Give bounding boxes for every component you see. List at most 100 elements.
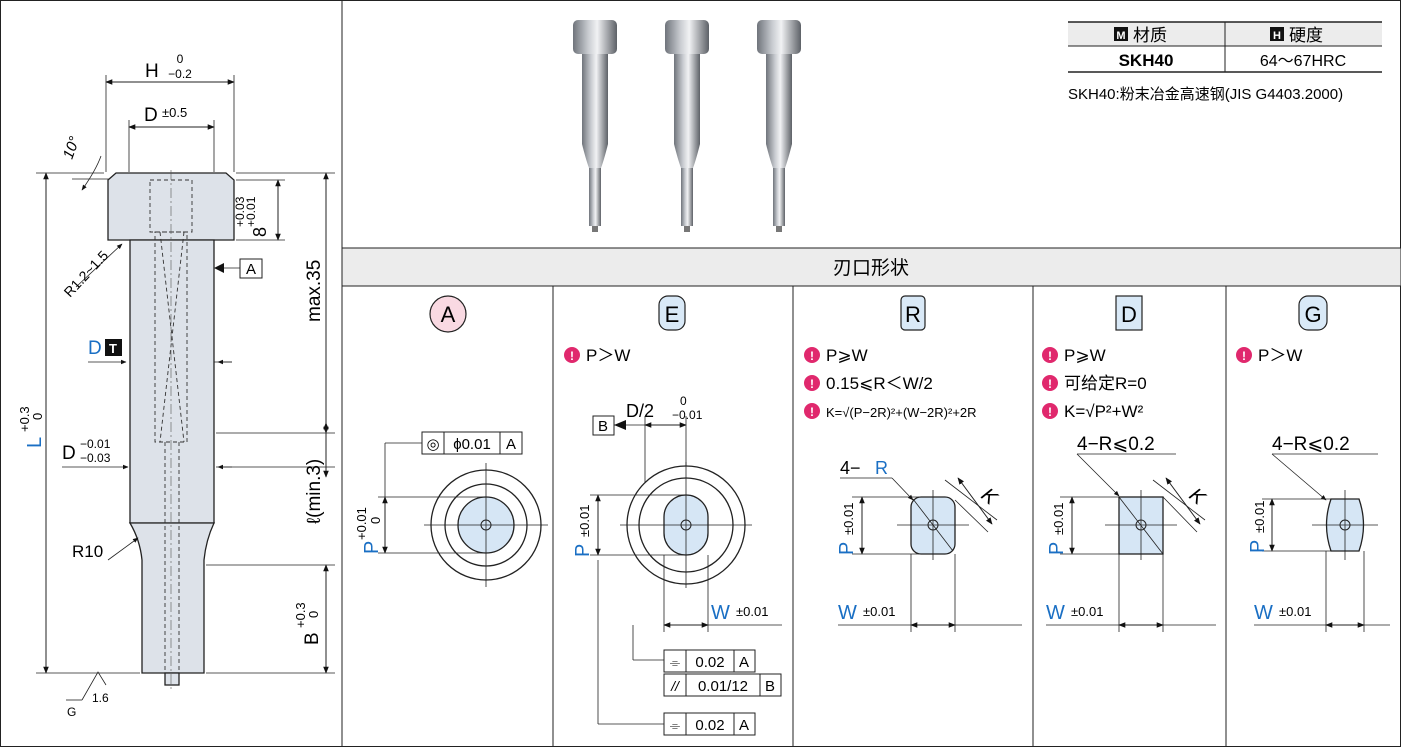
shape-r-condition-1: P⩾W [826, 346, 868, 365]
shape-e-gdt-2: // 0.01/12 B [663, 673, 782, 697]
svg-text:0.01/12: 0.01/12 [698, 678, 748, 695]
svg-text:0.02: 0.02 [695, 717, 724, 734]
svg-text:B: B [598, 418, 608, 435]
svg-text:+0.3: +0.3 [293, 602, 308, 628]
d-label: D [144, 105, 158, 126]
svg-text:P: P [572, 544, 594, 557]
shape-r-condition-3: K=√(P−2R)²+(W−2R)²+2R [826, 405, 977, 420]
shape-g-badge [1298, 295, 1328, 331]
svg-text:W: W [711, 602, 730, 624]
svg-text:B: B [765, 678, 775, 695]
dt-label: D [88, 338, 102, 359]
svg-text:±0.01: ±0.01 [1071, 604, 1103, 619]
material-m-icon [1114, 27, 1128, 41]
shape-g-condition-1: P＞W [1258, 346, 1302, 365]
svg-text:⌯: ⌯ [670, 655, 681, 670]
shape-d-badge [1115, 295, 1143, 331]
svg-text:A: A [739, 717, 749, 734]
shape-e-gdt-3: ⌯ 0.02 A [663, 712, 756, 736]
material-header: 材质 [1133, 26, 1167, 45]
svg-text:4−: 4− [840, 458, 861, 478]
svg-text:R: R [875, 458, 888, 478]
svg-text:±0.01: ±0.01 [841, 503, 856, 535]
svg-text:4−R⩽0.2: 4−R⩽0.2 [1077, 434, 1155, 455]
svg-text:−0.01: −0.01 [80, 437, 111, 451]
svg-text://: // [670, 678, 681, 694]
shape-e-condition-1: P＞W [586, 346, 630, 365]
head-height-label: 8 [250, 227, 270, 237]
shape-e-d2-label: D/2 [626, 401, 654, 421]
shape-d-panel: D ! P⩾W ! 可给定R=0 ! K=√P²+W² 4−R⩽0.2 K P … [1042, 295, 1216, 632]
material-table: M 材质 H 硬度 SKH40 64～67HRC SKH40:粉末冶金高速钢(J… [1068, 21, 1382, 103]
datum-a-box: A [246, 261, 256, 278]
punch-dimension-drawing: H 0 −0.2 D ±0.5 10° 8 +0.01 +0.03 [17, 52, 335, 719]
product-photos [573, 20, 801, 232]
svg-text:4−R⩽0.2: 4−R⩽0.2 [1272, 434, 1350, 455]
svg-text:P: P [836, 542, 858, 555]
svg-text:K: K [977, 484, 1003, 510]
svg-text:−0.01: −0.01 [672, 408, 703, 422]
svg-text:!: ! [1048, 377, 1052, 391]
hardness-value: 64～67HRC [1260, 53, 1346, 70]
svg-text:0.02: 0.02 [695, 654, 724, 671]
shape-d-condition-2: 可给定R=0 [1064, 374, 1147, 393]
svg-text:±0.01: ±0.01 [1279, 604, 1311, 619]
svg-text:+0.01: +0.01 [244, 196, 258, 227]
svg-text:⌯: ⌯ [670, 718, 681, 733]
svg-text:!: ! [570, 349, 574, 363]
hardness-h-icon [1270, 27, 1284, 41]
svg-text:+0.3: +0.3 [17, 406, 32, 432]
section-header-bar [341, 247, 1401, 287]
shape-r-panel: R ! P⩾W ! 0.15⩽R＜W/2 ! K=√(P−2R)²+(W−2R)… [804, 295, 1022, 632]
svg-text:!: ! [1242, 349, 1246, 363]
r10-label: R10 [72, 542, 103, 561]
b-label: B [302, 632, 323, 645]
svg-text:0: 0 [177, 52, 184, 66]
svg-text:R: R [905, 302, 921, 327]
shape-e-badge [658, 295, 686, 331]
svg-text:T: T [109, 341, 117, 356]
angle-label: 10° [60, 134, 84, 161]
svg-text:!: ! [1048, 405, 1052, 419]
shank-d-label: D [62, 443, 76, 464]
max-length-label: max.35 [304, 260, 325, 322]
svg-text:!: ! [1048, 349, 1052, 363]
svg-text:A: A [441, 302, 456, 327]
svg-text:W: W [1046, 602, 1065, 624]
svg-text:−0.03: −0.03 [80, 451, 111, 465]
svg-text:M: M [1116, 30, 1125, 42]
svg-text:K: K [1185, 484, 1211, 510]
punch-tip-body [128, 522, 216, 674]
punch-photo-1 [573, 20, 617, 232]
svg-text:1.6: 1.6 [92, 691, 109, 705]
section-header-title: 刃口形状 [833, 257, 909, 279]
svg-text:0: 0 [368, 517, 383, 524]
svg-text:H: H [1273, 30, 1281, 42]
svg-text:P: P [361, 541, 383, 554]
punch-shank [129, 239, 215, 524]
svg-text:P: P [1247, 540, 1269, 553]
punch-photo-3 [757, 20, 801, 232]
shape-e-panel: E ! P＞W D/2 0 −0.01 B P ±0.01 W ±0.01 [564, 295, 782, 736]
head-radius-label: R1.2~1.5 [60, 247, 111, 300]
svg-text:0: 0 [306, 611, 321, 618]
svg-text:W: W [838, 602, 857, 624]
svg-text:A: A [739, 654, 749, 671]
svg-text:P: P [1046, 542, 1068, 555]
svg-text:G: G [67, 705, 76, 719]
svg-text:±0.5: ±0.5 [162, 105, 187, 120]
svg-text:D: D [1121, 302, 1137, 327]
shape-r-condition-2: 0.15⩽R＜W/2 [826, 374, 933, 393]
svg-text:±0.01: ±0.01 [1252, 501, 1267, 533]
svg-text:!: ! [810, 377, 814, 391]
svg-text:±0.01: ±0.01 [736, 604, 768, 619]
l-label: L [24, 437, 46, 448]
svg-text:+0.03: +0.03 [233, 196, 247, 227]
shape-a-badge [429, 295, 467, 333]
svg-text:0: 0 [680, 394, 687, 408]
svg-text:!: ! [810, 405, 814, 419]
svg-text:0: 0 [30, 413, 45, 420]
shape-r-badge [900, 295, 926, 331]
shape-e-gdt-1: ⌯ 0.02 A [663, 649, 756, 673]
